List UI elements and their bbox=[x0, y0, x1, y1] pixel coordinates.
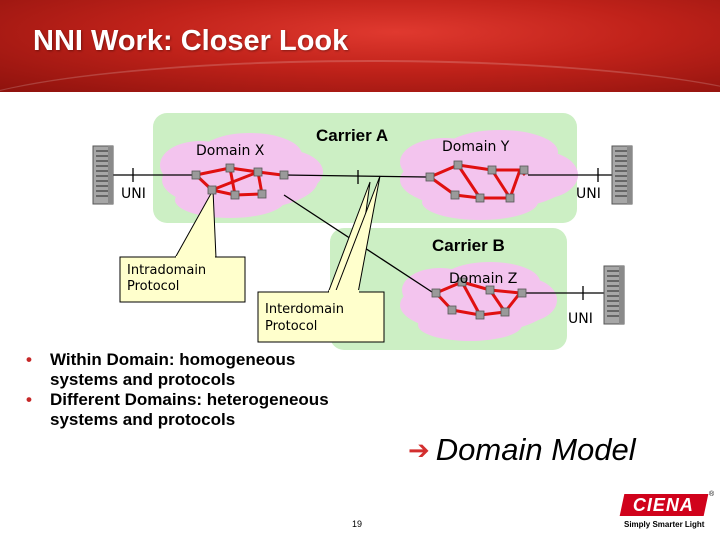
domain-x-label: Domain X bbox=[196, 143, 265, 159]
bullet-item: • Different Domains: heterogeneous syste… bbox=[26, 390, 406, 430]
domain-x-network bbox=[191, 163, 289, 200]
domain-z-network bbox=[431, 277, 527, 320]
carrier-b-label: Carrier B bbox=[432, 236, 505, 255]
bullet-icon: • bbox=[26, 350, 32, 369]
uni-bottom-label: UNI bbox=[568, 311, 593, 327]
network-diagram: Carrier A Domain X Domain Y Carrier B Do… bbox=[92, 113, 633, 350]
bullet-2-line2: systems and protocols bbox=[50, 410, 236, 429]
domain-y-label: Domain Y bbox=[442, 139, 510, 155]
uni-right-label: UNI bbox=[576, 186, 601, 202]
intradomain-label-line2: Protocol bbox=[127, 279, 179, 294]
domain-z-label: Domain Z bbox=[449, 271, 517, 287]
registered-mark: ® bbox=[709, 491, 715, 498]
title-bar: NNI Work: Closer Look bbox=[0, 0, 720, 92]
domain-model-callout: ➔ Domain Model bbox=[408, 432, 636, 468]
bullet-2-line1: Different Domains: heterogeneous bbox=[50, 390, 329, 409]
logo-tagline: Simply Smarter Light bbox=[624, 520, 705, 529]
logo-wordmark: CIENA bbox=[633, 494, 695, 515]
interconnect-lines bbox=[110, 174, 612, 294]
logo-badge: CIENA bbox=[619, 494, 709, 516]
domain-model-label: Domain Model bbox=[435, 432, 636, 467]
interdomain-label-line1: Interdomain bbox=[265, 302, 344, 317]
carrier-a-label: Carrier A bbox=[316, 126, 388, 145]
page-number: 19 bbox=[352, 519, 363, 529]
header-swoosh bbox=[0, 60, 720, 92]
bullet-list: • Within Domain: homogeneous systems and… bbox=[26, 350, 406, 430]
intradomain-label-line1: Intradomain bbox=[127, 263, 206, 278]
server-bottom-icon bbox=[603, 265, 625, 325]
domain-y-network bbox=[425, 160, 529, 203]
bullet-icon: • bbox=[26, 390, 32, 409]
bullet-1-line1: Within Domain: homogeneous bbox=[50, 350, 296, 369]
bullet-1-line2: systems and protocols bbox=[50, 370, 236, 389]
interdomain-callout bbox=[257, 175, 385, 343]
interdomain-label-line2: Protocol bbox=[265, 319, 317, 334]
intradomain-callout bbox=[119, 188, 246, 303]
bullet-item: • Within Domain: homogeneous systems and… bbox=[26, 350, 406, 390]
server-right-icon bbox=[611, 145, 633, 205]
slide-title: NNI Work: Closer Look bbox=[33, 25, 349, 57]
server-left-icon bbox=[92, 145, 114, 205]
uni-left-label: UNI bbox=[121, 186, 146, 202]
ciena-logo: CIENA ® Simply Smarter Light bbox=[619, 491, 715, 534]
right-arrow-icon: ➔ bbox=[408, 434, 430, 465]
domain-y-cloud bbox=[400, 130, 578, 220]
